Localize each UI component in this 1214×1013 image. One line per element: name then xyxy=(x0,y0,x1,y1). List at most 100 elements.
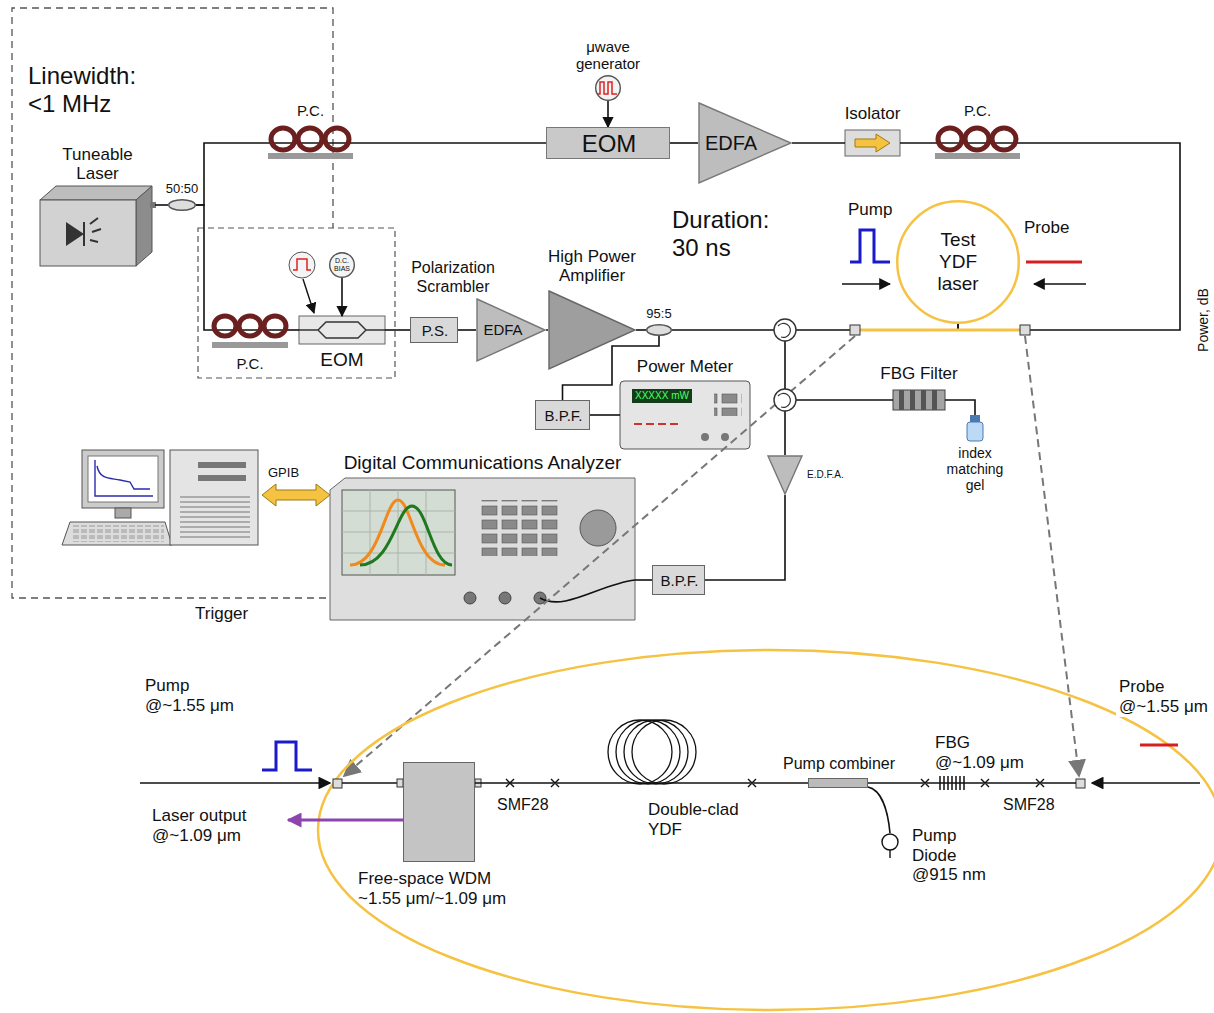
bandpass-filter: B.P.F. xyxy=(652,565,705,595)
fiber-link xyxy=(635,579,652,581)
microwave-symbol xyxy=(595,75,621,101)
pump-combiner: Pump combiner xyxy=(808,778,868,788)
gel-bottle xyxy=(967,415,983,441)
fbg-filter-body xyxy=(910,390,915,410)
gpib-double-arrow xyxy=(262,484,330,506)
pump-pulse-symbol xyxy=(842,230,890,284)
fbg-filter-body xyxy=(921,390,926,410)
node-label: EOM xyxy=(582,130,637,158)
fiber-coupler: 50:50 xyxy=(168,199,196,211)
fiber-coupler-outline xyxy=(646,324,672,336)
laser-detail-fiber xyxy=(624,720,688,784)
test-laser-ring: Test YDF laser xyxy=(896,200,1020,324)
fiber-name: SMF28 xyxy=(1003,796,1055,814)
fiber-link xyxy=(590,414,620,416)
high-power-amplifier-shape xyxy=(549,291,635,369)
polarization-controller: P.C. xyxy=(212,309,288,351)
fiber-link xyxy=(900,142,935,144)
laser-detail-fiber xyxy=(342,782,398,784)
edfa-amplifier: E.D.F.A. xyxy=(767,455,803,495)
fiber-connector xyxy=(1020,325,1030,335)
laser-box xyxy=(84,218,101,246)
power-meter-device xyxy=(634,423,678,425)
node-text: XXXXX mW xyxy=(632,389,692,403)
power-meter-device xyxy=(620,381,750,449)
analyzer-device xyxy=(342,490,455,575)
fiber-connector xyxy=(850,325,1030,335)
computer xyxy=(62,522,172,545)
fiber-link xyxy=(475,782,808,784)
analyzer-device xyxy=(330,478,635,620)
fiber-link xyxy=(341,278,343,316)
fiber-link xyxy=(670,142,698,144)
computer xyxy=(88,456,158,502)
gpib-double-arrow xyxy=(262,484,330,506)
dc-bias-source: D.C. BIAS xyxy=(329,252,355,278)
laser-detail-fiber xyxy=(262,742,312,770)
signal-name: Pump xyxy=(848,200,892,220)
fiber-connector xyxy=(860,329,1020,332)
power-meter-device xyxy=(620,381,750,449)
fiber-coupler-shape xyxy=(169,200,196,211)
gel-bottle xyxy=(970,415,980,422)
circulator xyxy=(796,399,893,401)
analyzer-device xyxy=(499,592,511,604)
node-label: Test YDF laser xyxy=(926,229,990,295)
fiber-name: SMF28 xyxy=(497,796,549,814)
computer xyxy=(62,450,258,545)
fbg-filter-body xyxy=(932,390,937,410)
laser-detail-fiber xyxy=(608,720,672,784)
node-label: FBG Filter xyxy=(880,364,957,384)
high-power-amplifier: High Power Amplifier xyxy=(548,290,636,370)
fbg-filter: FBG Filter xyxy=(893,390,945,410)
laser-box xyxy=(66,222,84,246)
node-label: Digital Communications Analyzer xyxy=(344,452,622,474)
fiber-link xyxy=(607,101,609,127)
probe-signal-symbol xyxy=(1034,283,1086,285)
analyzer-device xyxy=(330,478,635,620)
laser-detail-fiber xyxy=(1092,782,1200,784)
computer xyxy=(82,450,164,508)
polarization-controller-loops xyxy=(212,329,288,331)
polarization-controller: P.C. xyxy=(268,122,353,164)
test-laser-ring-shape xyxy=(897,201,1019,323)
computer xyxy=(95,460,153,496)
communications-analyzer: Digital Communications Analyzer xyxy=(330,478,635,620)
signal-name: Laser output @~1.09 μm xyxy=(152,806,270,845)
spec-note: Duration: 30 ns xyxy=(672,206,794,261)
laser-detail-fiber xyxy=(1076,779,1085,788)
laser-box xyxy=(136,186,152,266)
power-meter-device xyxy=(721,433,729,441)
analyzer-device xyxy=(580,510,616,546)
polarization-controller-loops xyxy=(239,316,261,336)
edfa-amplifier-shape xyxy=(768,456,802,494)
circulator xyxy=(774,319,893,455)
fiber-link xyxy=(353,142,546,144)
analyzer-device xyxy=(478,500,558,556)
bandpass-filter: B.P.F. xyxy=(535,400,590,430)
laser-detail-fiber xyxy=(140,720,1200,858)
fiber-link xyxy=(945,400,975,415)
fiber-link xyxy=(792,142,845,144)
trigger-dashed-line xyxy=(12,8,470,598)
node-label: Power Meter xyxy=(637,357,733,377)
node-label: Free-space WDM ~1.55 μm/~1.09 μm xyxy=(358,869,523,908)
polarization-controller-loops xyxy=(268,153,353,159)
power-meter-device xyxy=(701,433,709,441)
laser-detail-fiber xyxy=(140,782,330,784)
computer xyxy=(170,450,258,545)
zoom-dashed-lines xyxy=(1025,336,1079,776)
fiber-link xyxy=(196,143,268,205)
computer xyxy=(180,495,250,539)
edfa-amplifier-shape xyxy=(477,299,545,361)
polarization-controller-loops xyxy=(264,316,286,336)
part-name: FBG @~1.09 μm xyxy=(935,733,1027,772)
isolator-body xyxy=(845,130,900,156)
polarization-controller-loops xyxy=(938,128,962,150)
circulator xyxy=(778,323,790,337)
circulator xyxy=(774,389,796,411)
node-label: μwave generator xyxy=(561,38,656,73)
mach-zehnder-modulator: EOM xyxy=(299,316,385,344)
probe-signal-symbol xyxy=(1026,262,1086,284)
microwave-generator-outline xyxy=(595,75,621,101)
